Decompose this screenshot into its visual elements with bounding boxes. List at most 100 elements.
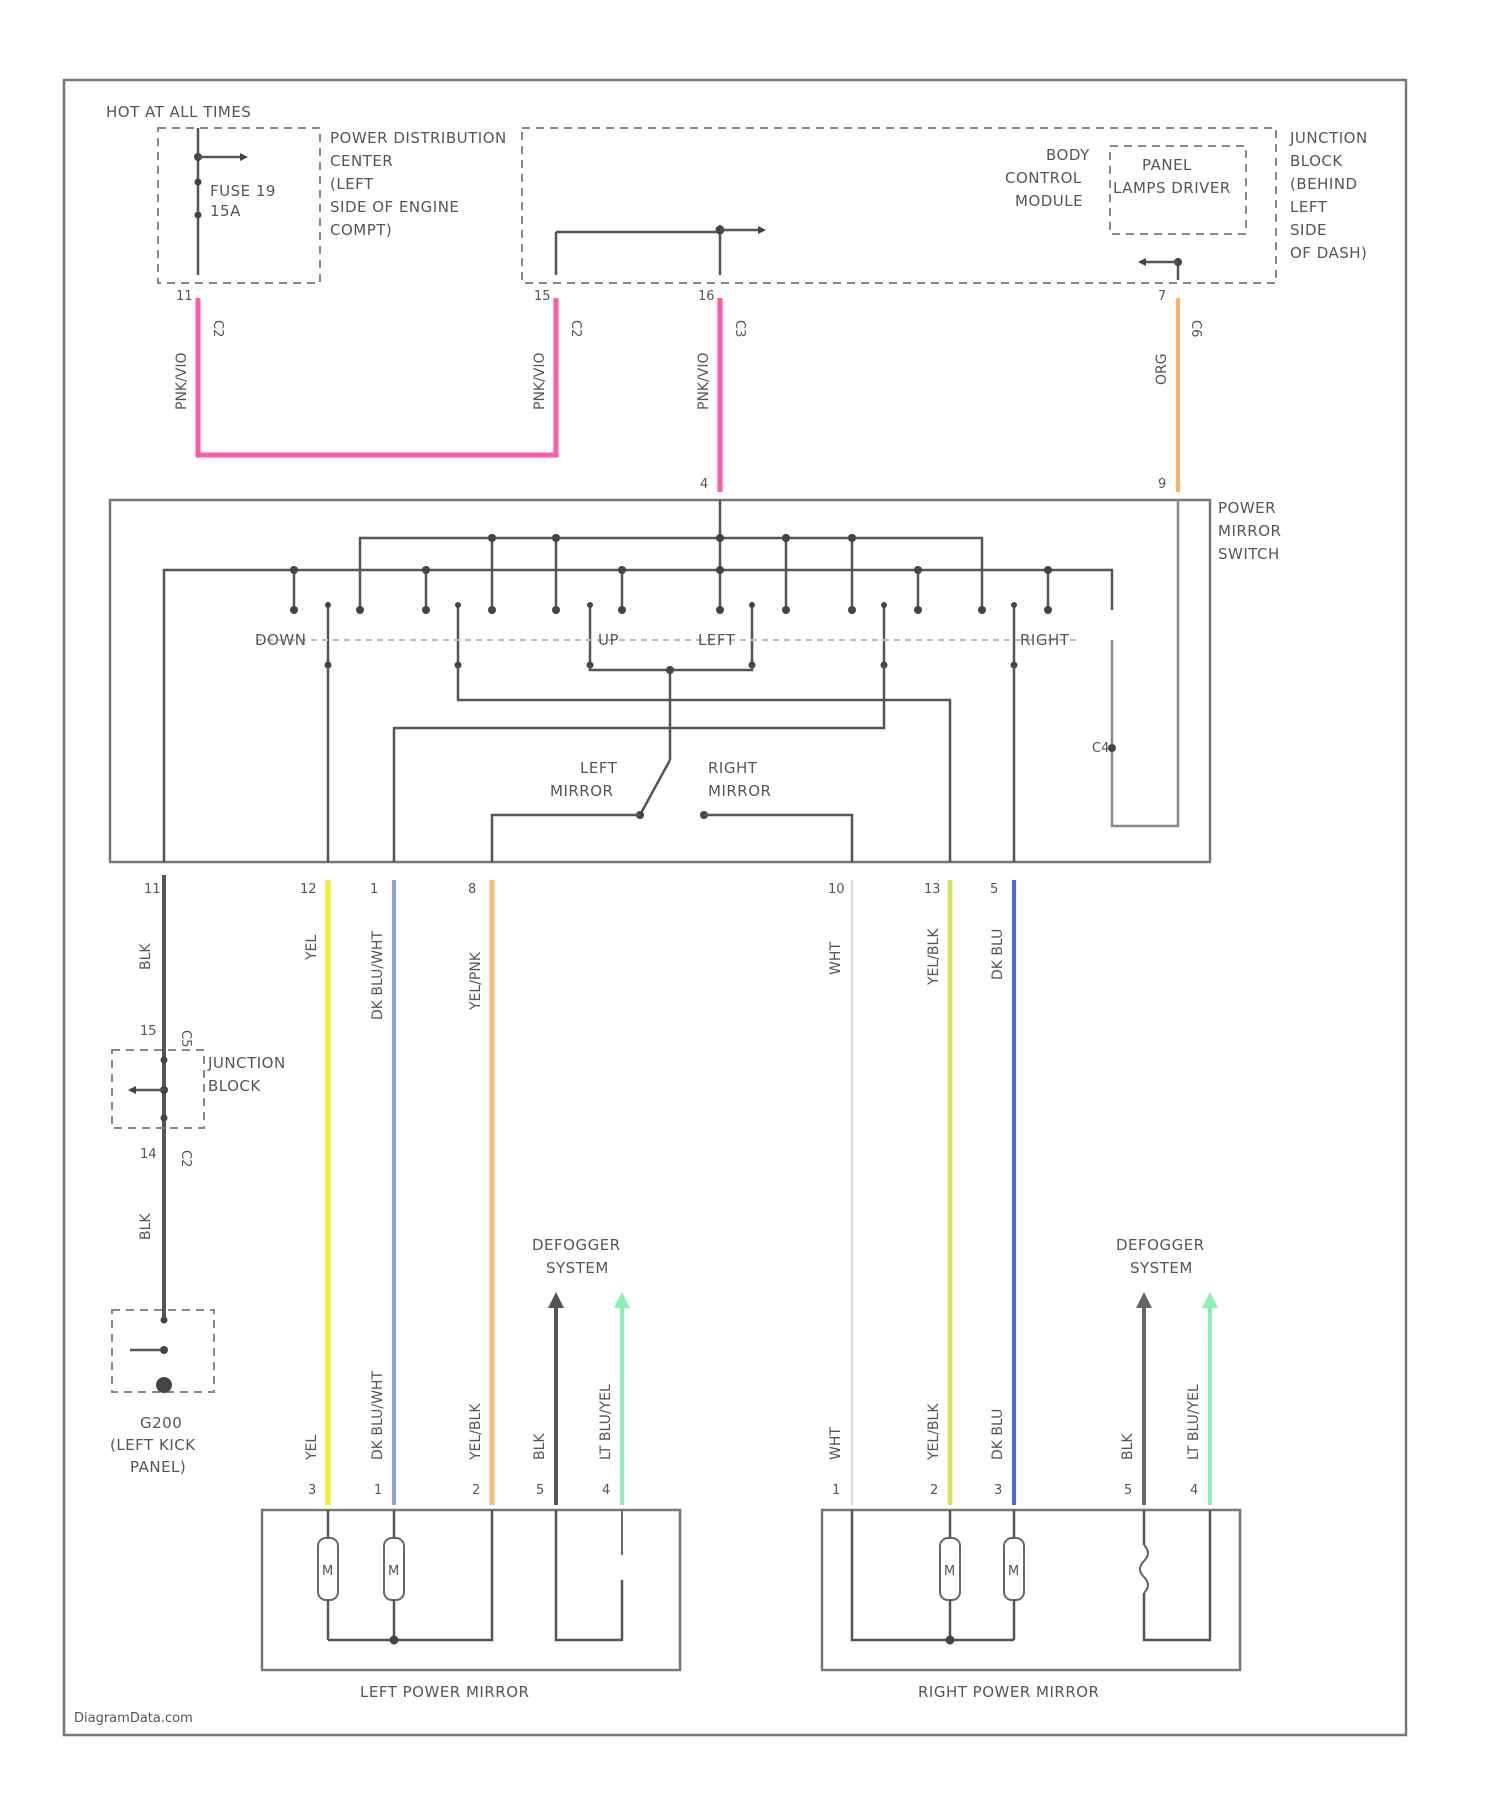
- pin-11-bottom: 11: [144, 882, 161, 897]
- pin-15-top: 15: [534, 289, 551, 304]
- pin-r-1: 1: [832, 1483, 840, 1498]
- junction-block-2-label-2: BLOCK: [208, 1077, 261, 1095]
- pin-l-2: 2: [472, 1483, 480, 1498]
- defogger-left-label-2: SYSTEM: [546, 1259, 609, 1277]
- switch-pos-right: RIGHT: [1020, 631, 1070, 649]
- svg-text:M: M: [944, 1564, 955, 1579]
- pin-8: 8: [468, 882, 476, 897]
- right-power-mirror-box: [822, 1510, 1240, 1670]
- mirror-select-switch: [640, 760, 670, 815]
- switch-contacts: [290, 534, 1052, 614]
- switch-pos-down: DOWN: [255, 631, 306, 649]
- wire-label-wht: WHT: [828, 942, 844, 975]
- wire-label-l-dk-blu-wht: DK BLU/WHT: [370, 1371, 386, 1460]
- fuse-rating: 15A: [210, 202, 241, 220]
- wire-label-blk-1: BLK: [138, 943, 154, 970]
- junction-block-label: JUNCTION: [1289, 129, 1368, 147]
- wire-label-r-yel-blk: YEL/BLK: [926, 1403, 942, 1461]
- pin-l-1: 1: [374, 1483, 382, 1498]
- left-mirror-motors: M M: [318, 1510, 622, 1645]
- bcm-label: BODY: [1046, 146, 1090, 164]
- wire-label-r-lt-blu-yel: LT BLU/YEL: [1186, 1384, 1202, 1460]
- pin-9-switch: 9: [1158, 477, 1166, 492]
- junction-block-box: [522, 128, 1276, 283]
- defogger-left-label: DEFOGGER: [532, 1236, 621, 1254]
- pdc-label-3: (LEFT: [330, 175, 374, 193]
- left-power-mirror-box: [262, 1510, 680, 1670]
- svg-text:M: M: [1008, 1564, 1019, 1579]
- connector-c2-a: C2: [210, 320, 225, 337]
- switch-pos-left: LEFT: [698, 631, 736, 649]
- pin-12: 12: [300, 882, 317, 897]
- panel-lamps-label-2: LAMPS DRIVER: [1113, 179, 1231, 197]
- pin-r-3: 3: [994, 1483, 1002, 1498]
- wire-label-blk-2: BLK: [138, 1213, 154, 1240]
- pin-l-3: 3: [308, 1483, 316, 1498]
- left-mirror-select-label: LEFT: [580, 759, 618, 777]
- connector-c2-c: C2: [178, 1150, 193, 1167]
- wire-label-r-dk-blu: DK BLU: [990, 1409, 1006, 1460]
- wire-label-pnk-vio-2: PNK/VIO: [532, 352, 548, 410]
- left-mirror-select-label-2: MIRROR: [550, 782, 613, 800]
- pin-r-5: 5: [1124, 1483, 1132, 1498]
- pin-14: 14: [140, 1147, 157, 1162]
- pin-4-switch: 4: [700, 477, 708, 492]
- wire-label-pnk-vio-1: PNK/VIO: [174, 352, 190, 410]
- switch-pos-up: UP: [598, 631, 619, 649]
- junction-block-label-5: SIDE: [1290, 221, 1327, 239]
- pin-16-top: 16: [698, 289, 715, 304]
- power-mirror-switch-label-3: SWITCH: [1218, 545, 1280, 563]
- pin-r-2: 2: [930, 1483, 938, 1498]
- right-power-mirror-label: RIGHT POWER MIRROR: [918, 1683, 1099, 1701]
- junction-block-2-label: JUNCTION: [207, 1054, 286, 1072]
- ground-label-2: (LEFT KICK: [110, 1436, 196, 1454]
- pin-l-5: 5: [536, 1483, 544, 1498]
- left-power-mirror-label: LEFT POWER MIRROR: [360, 1683, 529, 1701]
- hot-at-all-times-label: HOT AT ALL TIMES: [106, 103, 251, 121]
- junction-block-label-4: LEFT: [1290, 198, 1328, 216]
- defogger-right-label: DEFOGGER: [1116, 1236, 1205, 1254]
- right-mirror-select-label: RIGHT: [708, 759, 758, 777]
- wire-label-pnk-vio-3: PNK/VIO: [696, 352, 712, 410]
- junction-block-label-2: BLOCK: [1290, 152, 1343, 170]
- wire-label-l-yel: YEL: [304, 1435, 320, 1461]
- wire-label-yel: YEL: [304, 935, 320, 961]
- right-mirror-select-label-2: MIRROR: [708, 782, 771, 800]
- svg-text:M: M: [322, 1564, 333, 1579]
- pin-10: 10: [828, 882, 845, 897]
- defogger-right-label-2: SYSTEM: [1130, 1259, 1193, 1277]
- fuse-label: FUSE 19: [210, 182, 276, 200]
- pin-15-jb: 15: [140, 1024, 157, 1039]
- wire-label-l-yel-blk: YEL/BLK: [468, 1403, 484, 1461]
- pdc-label-2: CENTER: [330, 152, 393, 170]
- bcm-label-2: CONTROL: [1005, 169, 1082, 187]
- pdc-label: POWER DISTRIBUTION: [330, 129, 507, 147]
- wire-label-r-wht: WHT: [828, 1427, 844, 1460]
- power-mirror-switch-box: [110, 500, 1210, 862]
- pin-1: 1: [370, 882, 378, 897]
- wire-label-dk-blu: DK BLU: [990, 929, 1006, 980]
- connector-c2-b: C2: [568, 320, 583, 337]
- ground-label: G200: [140, 1414, 182, 1432]
- wire-label-yel-pnk: YEL/PNK: [468, 951, 484, 1011]
- pin-13: 13: [924, 882, 941, 897]
- watermark: DiagramData.com: [74, 1711, 193, 1726]
- junction-block-label-3: (BEHIND: [1290, 175, 1358, 193]
- connector-c4: C4: [1092, 741, 1109, 756]
- pin-11-top: 11: [176, 289, 193, 304]
- wire-pnk-vio-loop: [198, 298, 556, 455]
- ground-label-3: PANEL): [130, 1458, 186, 1476]
- pin-7-top: 7: [1158, 289, 1166, 304]
- pin-5: 5: [990, 882, 998, 897]
- pdc-label-5: COMPT): [330, 221, 392, 239]
- wire-label-org: ORG: [1154, 353, 1170, 385]
- pin-r-4: 4: [1190, 1483, 1198, 1498]
- svg-text:M: M: [388, 1564, 399, 1579]
- wire-label-l-blk: BLK: [532, 1433, 548, 1460]
- power-mirror-switch-label-2: MIRROR: [1218, 522, 1281, 540]
- power-mirror-switch-label: POWER: [1218, 499, 1276, 517]
- connector-c5: C5: [178, 1030, 193, 1047]
- pdc-label-4: SIDE OF ENGINE: [330, 198, 459, 216]
- right-mirror-motors: M M: [852, 1510, 1210, 1645]
